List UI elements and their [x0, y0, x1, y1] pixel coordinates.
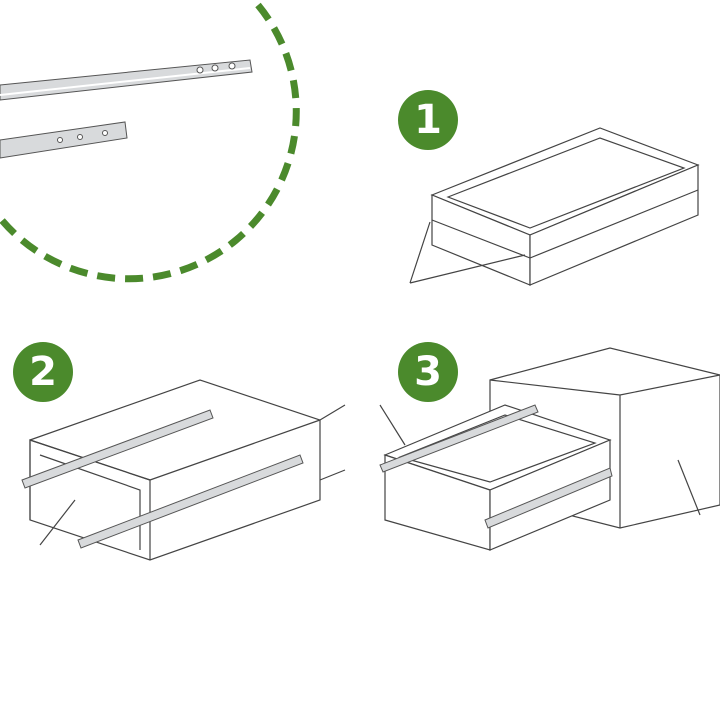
step2-cabinet: [21, 379, 346, 561]
step-2-badge: 2: [13, 342, 73, 402]
rail-left: [21, 409, 214, 489]
step-3-badge: 3: [398, 342, 458, 402]
step1-drawer: [409, 127, 700, 286]
step-1-badge: 1: [398, 90, 458, 150]
rail-right: [77, 454, 304, 549]
rail-top: [0, 59, 253, 101]
dashed-detail-circle: [0, 2, 300, 283]
rail-bottom: [0, 121, 128, 159]
step3-cabinet-with-drawer: [379, 347, 720, 551]
rail-detail-inset: [0, 2, 300, 283]
